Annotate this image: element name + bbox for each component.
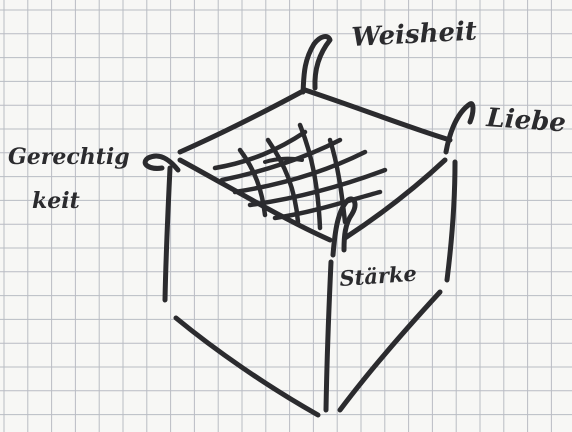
left-handle — [145, 156, 178, 170]
label-gerechtigkeit-line2: keit — [32, 188, 80, 214]
label-weisheit: Weisheit — [351, 16, 478, 53]
right-post — [446, 104, 473, 152]
back-post — [303, 37, 330, 92]
bottom-right-edge — [340, 292, 440, 410]
front-vertical-edge — [326, 262, 331, 410]
right-vertical-edge — [447, 162, 455, 280]
cube-top-back-right-edge — [305, 90, 450, 140]
label-staerke: Stärke — [339, 261, 418, 291]
label-gerechtigkeit-line1: Gerechtig — [8, 144, 130, 170]
label-liebe: Liebe — [485, 103, 567, 139]
left-vertical-edge — [165, 168, 170, 300]
